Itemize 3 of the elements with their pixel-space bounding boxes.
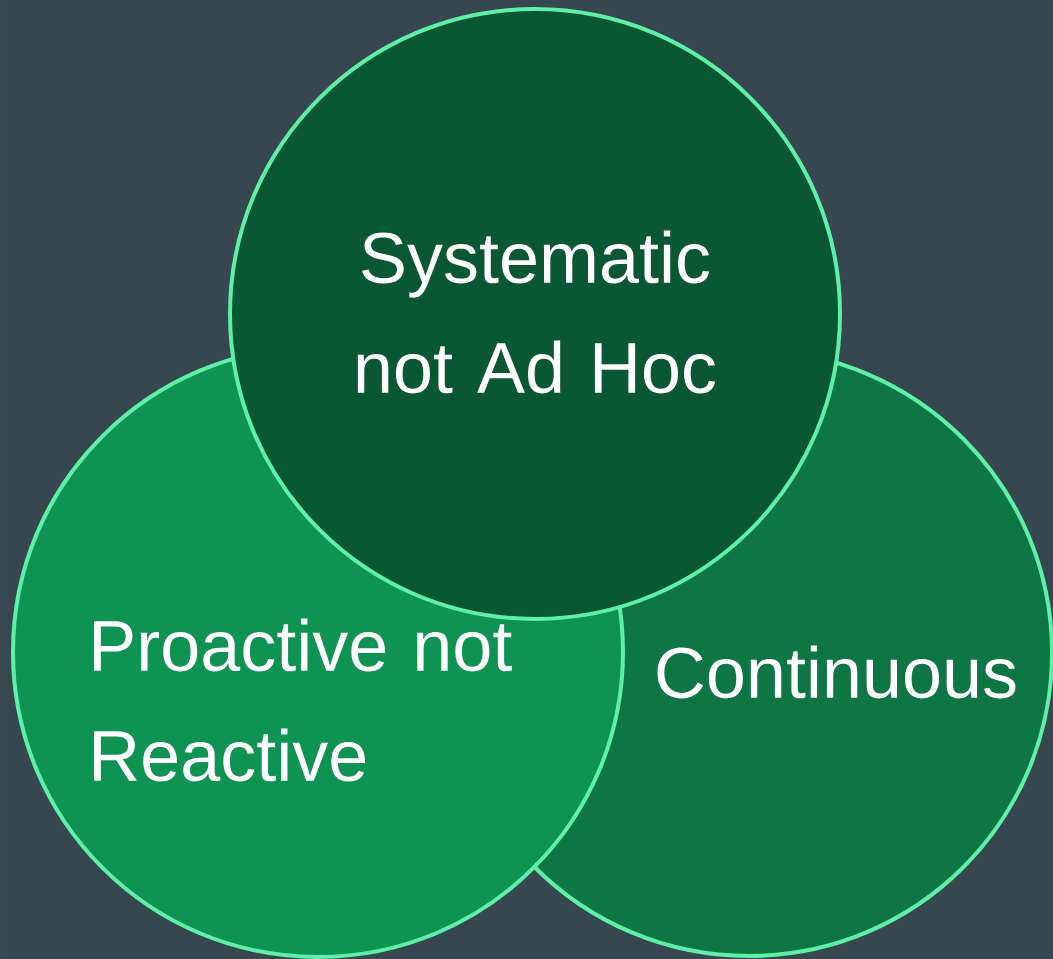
circle-label: Systematic not Ad Hoc	[357, 230, 716, 394]
circle-label: Proactive not Reactive	[94, 618, 512, 782]
circle-label: Continuous	[657, 645, 1016, 699]
